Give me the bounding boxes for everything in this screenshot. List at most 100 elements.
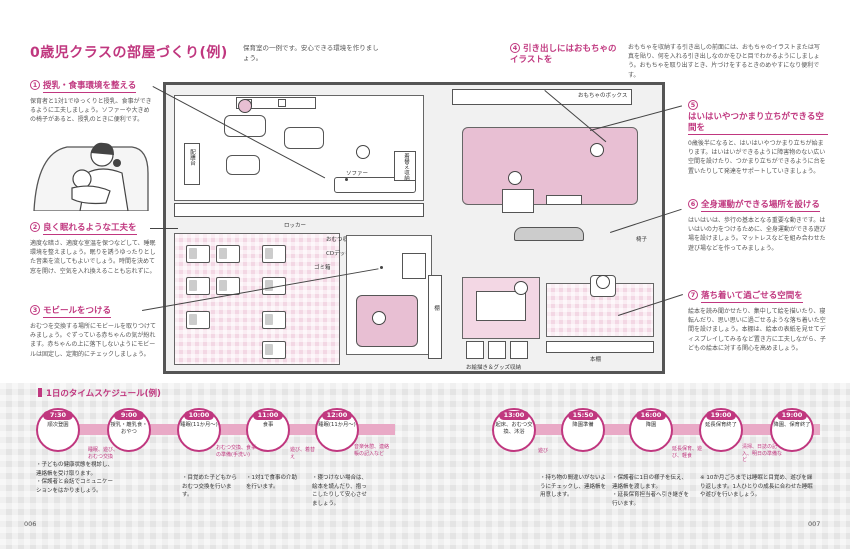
baby [356,145,370,159]
baby [372,311,386,325]
picture-book-label: お絵描き＆グッズ収納 [466,365,522,371]
section-heading: はいはいやつかまり立ちができる空間を [688,112,828,135]
section-number: 2 [30,222,40,232]
schedule-time: 19:00 [706,411,736,420]
schedule-activity: 食事 [262,422,274,428]
crib [186,277,210,295]
schedule-time: 10:00 [184,411,214,420]
section-heading: 良く眠れるような工夫を [43,223,137,235]
crib [262,245,286,263]
schedule-note: ・保護者に1日の様子を伝え、連絡帳を渡します。 ・延長保育担当者へ引き継ぎを行い… [612,475,690,507]
crib [262,311,286,329]
schedule-item: 12:00 睡眠(11か月～) [315,408,359,452]
table [226,155,260,175]
crib [186,311,210,329]
nursing-illustration [32,133,150,212]
section-heading: 落ち着いて過ごせる空間を [701,291,803,303]
schedule-note: ・持ち物の間違いがないようにチェックし、連絡帳を用意します。 [540,475,607,498]
section-number: 1 [30,80,40,90]
play-block [502,189,534,213]
dining-cart [184,143,200,185]
schedule-activity: 降園、保育終了 [773,422,811,428]
section-heading: 授乳・食事環境を整える [43,81,137,93]
section-heading: 引き出しにはおもちゃのイラストを [510,44,617,65]
schedule-activity: 延長保育終了 [705,422,737,428]
chair-label: 椅子 [636,237,648,243]
table [284,127,324,149]
play-block [546,195,582,205]
crib [186,245,210,263]
schedule-time: 12:00 [322,411,352,420]
crawl-mat [514,227,584,241]
schedule-item: 9:00 授乳・離乳食・おやつ [107,408,151,452]
between-activity: 遊び [538,448,549,454]
schedule-time: 19:00 [777,411,807,420]
section-body: 適度な暗さ、適度な室温を保つなどして、睡眠環境を整えましょう。眠りを誘うゆったり… [30,240,156,275]
schedule-note: ・子どもの健康状態を視診し、連絡帳を受け取ります。 ・保護者と会話でコミュニケー… [36,462,114,494]
section-number: 6 [688,199,698,209]
cd-deck-label: CDデッキ [326,251,351,257]
section-body: おむつを交換する場所にモビールを取りつけてみましょう。ぐずっている赤ちゃんの気が… [30,323,157,358]
schedule-item: 7:30 順次登園 [36,408,80,452]
section-number: 7 [688,290,698,300]
schedule-item: 19:00 延長保育終了 [699,408,743,452]
schedule-time: 7:30 [43,411,73,420]
schedule-item: 19:00 降園、保育終了 [770,408,814,452]
storage-label: 着替え収納 [403,153,409,181]
bookshelf [546,341,654,353]
schedule-title: 1日のタイムスケジュール(例) [38,387,161,399]
between-activity: 遊び、着替え [290,447,316,460]
schedule-activity: 順次登園 [47,422,69,428]
section-number: 3 [30,305,40,315]
between-activity: 清掃、日誌の記入、明日の準備など [742,444,783,463]
schedule-activity: 降園準備 [572,422,594,428]
baby [514,281,528,295]
toy-box-label: おもちゃのボックス [578,93,628,99]
baby [508,171,522,185]
schedule-note: ・寝つけない場合は、絵本を読んだり、抱っこしたりして安心させましょう。 [312,475,368,507]
crib [262,341,286,359]
shelf-label: 棚 [433,305,439,311]
shelf-item [278,99,286,107]
schedule-activity: 起床、おむつ交換、沐浴 [495,422,533,435]
dining-cart-label: 配膳台 [189,149,195,166]
between-activity: 延長保育、遊び、軽食 [672,446,703,459]
leader-dot [380,266,383,269]
page-title: 0歳児クラスの部屋づくり(例) [30,45,228,61]
table [224,115,266,137]
schedule-note: ・目覚めた子どもからおむつ交換を行います。 [182,475,238,498]
sofa [334,177,416,193]
section-body: はいはいは、歩行の基本となる重要な動きです。はいはいの力をつけるために、全身運動… [688,217,826,252]
locker [174,203,424,217]
between-activity: 音楽休憩、連絡帳の記入など [354,444,390,457]
baby [590,143,604,157]
schedule-time: 9:00 [114,411,144,420]
crib [216,245,240,263]
section-body: 保育者と1対1でゆっくりと授乳、食事ができるように工夫しましょう。ソファーや大き… [30,98,152,124]
schedule-activity: 睡眠(11か月～) [318,422,356,428]
floor-plan: 配膳台 ソファー 着替え収納 ロッカー おむつ収納 CDデッキ ゴミ箱 [163,82,665,374]
section-5: 5はいはいやつかまり立ちができる空間を 0歳後半になると、はいはいやつかまり立ち… [688,100,828,176]
storage-box [466,341,484,359]
page-number-left: 006 [24,520,37,528]
trash-label: ゴミ箱 [314,265,331,271]
section-body: 0歳後半になると、はいはいやつかまり立ちが始まります。はいはいができるように障害… [688,140,826,175]
storage-box [510,341,528,359]
section-heading: 全身運動ができる場所を設ける [701,200,820,212]
schedule-activity: 授乳・離乳食・おやつ [110,422,148,435]
crawling-area [462,127,638,205]
page-number-right: 007 [808,520,821,528]
drawing-table [476,291,526,321]
sofa-label: ソファー [346,171,369,177]
leader-dot [345,178,348,181]
